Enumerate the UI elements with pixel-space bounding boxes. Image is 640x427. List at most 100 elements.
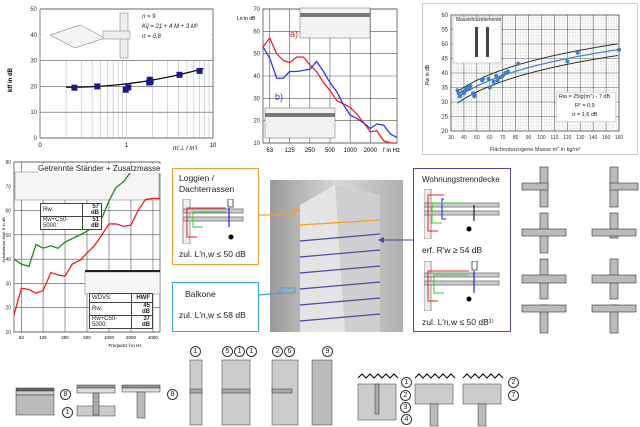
x-tick-label: 1000 [343, 148, 357, 154]
table-cell: Rw+C50-5000: [40, 216, 83, 230]
data-point [575, 50, 580, 55]
y-tick-label: 60 [253, 29, 260, 35]
y-tick-label: 20 [253, 119, 260, 125]
floor-line [299, 233, 381, 242]
label-circle: 1 [246, 346, 257, 357]
label-circle: 1 [62, 407, 73, 418]
y-tick-label: 30 [441, 100, 448, 106]
rw-formula: Rw = 25lg(m'') - 7 dB [559, 94, 611, 100]
r-table-bottom: WDVS:HWF Rw:45 dB Rw+C50-5000:37 dB [88, 293, 153, 329]
x-tick-label: 70 [500, 135, 506, 141]
label-circle: 5 [222, 346, 233, 357]
label-circle: 1 [234, 346, 245, 357]
y-tick-label: 10 [5, 330, 11, 336]
loggien-flanking-diagram [182, 199, 244, 244]
y-axis-label: Ln in dB [237, 16, 256, 22]
x-tick-label: 125 [39, 335, 47, 340]
table-cell: 51 dB [81, 216, 103, 230]
x-tick-label: 250 [61, 335, 69, 340]
x-tick-label: 110 [550, 135, 558, 141]
y-tick-label: 70 [253, 7, 260, 13]
label-circle: 8 [60, 389, 71, 400]
label-circle: 9 [322, 346, 333, 357]
data-point [125, 84, 132, 91]
x-tick-label: 500 [83, 335, 91, 340]
x-tick-label: 140 [589, 135, 598, 141]
data-point [505, 69, 510, 74]
y-tick-label: 45 [441, 57, 448, 63]
data-point [94, 83, 101, 90]
x-axis-label: f in Hz [383, 148, 400, 154]
x-tick-label: 10 [210, 143, 217, 149]
floor-line [299, 265, 381, 274]
floor-line [299, 313, 381, 322]
y-tick-label: 60 [5, 209, 11, 215]
x-tick-label: 80 [513, 135, 519, 141]
data-point [468, 84, 473, 89]
x-tick-label: 130 [576, 135, 585, 141]
loggien-requirement: zul. L′n,w ≤ 50 dB [179, 249, 246, 259]
series-label: b) [275, 92, 283, 102]
y-axis-label: kff in dB [8, 67, 14, 92]
r-title: Getrennte Ständer + Zusatzmasse [38, 164, 161, 173]
data-point [481, 76, 486, 81]
y-tick-label: 25 [441, 115, 448, 121]
balkone-title: Balkone [185, 289, 216, 299]
decke-impact-diagram [424, 261, 500, 311]
x-tick-label: 60 [487, 135, 493, 141]
y-tick-label: 80 [5, 160, 11, 166]
data-point [486, 76, 491, 81]
data-point [147, 78, 154, 85]
x-tick-label: 50 [474, 135, 480, 141]
y-tick-label: 50 [441, 42, 448, 48]
y-tick-label: 20 [441, 129, 448, 135]
decke-requirement-impact: zul. L′n,w ≤ 50 dB¹⁾ [422, 317, 494, 327]
x-tick-label: 30 [448, 135, 454, 141]
x-tick-label: 100 [537, 135, 546, 141]
decke-airborne-diagram [424, 189, 500, 239]
floor-line [299, 219, 381, 226]
balkone-callout: Balkone zul. L′n,w ≤ 58 dB [172, 282, 259, 332]
rw-sigma: σ = 1,6 dB [572, 112, 598, 118]
label-circle: 3 [400, 402, 411, 413]
label-circle: 7 [508, 390, 519, 401]
rw-r2: R² = 0,9 [575, 103, 595, 109]
label-circle: 6 [284, 346, 295, 357]
kij-formula: Kij = 21 + 4 M + 3 M² [142, 24, 198, 30]
series-line-wdvs-hwf [13, 197, 160, 316]
floor-line [299, 281, 381, 290]
x-tick-label: 63 [19, 335, 25, 340]
floor-line [299, 249, 381, 258]
label-circle: 4 [401, 414, 412, 425]
x-axis-label: Flächenbezogene Masse m'' in kg/m² [490, 147, 581, 153]
y-tick-label: 10 [253, 141, 260, 147]
y-tick-label: 70 [5, 184, 11, 190]
building-photo [270, 180, 403, 332]
series-label: a) [290, 29, 298, 39]
fit-curve [457, 49, 618, 98]
y-tick-label: 50 [253, 52, 260, 58]
wall-layer [85, 270, 160, 272]
floor-layer [265, 113, 335, 117]
y-tick-label: 50 [30, 7, 37, 13]
x-tick-label: 2000 [364, 148, 378, 154]
label-circle: 1 [401, 377, 412, 388]
data-point [516, 61, 521, 66]
x-tick-label: 63 [266, 148, 273, 154]
wall-section-icon [14, 171, 160, 201]
y-axis-label: Rw in dB [425, 64, 431, 85]
data-point [487, 85, 492, 90]
x-tick-label: 0 [38, 143, 42, 149]
section-drawings [15, 359, 504, 427]
y-tick-label: 10 [30, 110, 37, 116]
y-tick-label: 0 [34, 136, 38, 142]
kij-sigma: σ = 0,8 [142, 34, 161, 40]
y-axis-label: Schalldämm-Maß R in dB [1, 217, 6, 263]
x-tick-label: 90 [526, 135, 532, 141]
y-tick-label: 20 [5, 306, 11, 312]
confidence-band [457, 43, 618, 92]
series-line-a- [262, 36, 397, 144]
rw-inset-label: Massivholzelemente [456, 17, 502, 23]
